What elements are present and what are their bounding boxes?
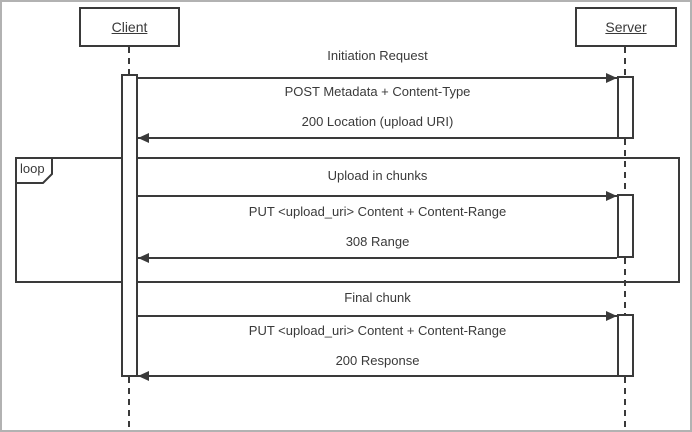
response-arrow-line [138, 137, 617, 139]
request-label: PUT <upload_uri> Content + Content-Range [248, 323, 507, 338]
arrowhead-right-icon [606, 311, 617, 321]
client-activation-bar [121, 74, 138, 377]
client-lifeline-segment [128, 47, 130, 74]
section-title: Initiation Request [327, 48, 428, 63]
request-arrow-line [138, 315, 617, 317]
response-label: 308 Range [345, 234, 410, 249]
section-title: Upload in chunks [327, 168, 428, 183]
loop-frame [15, 157, 680, 283]
server-lifeline-segment [624, 47, 626, 76]
section-title: Final chunk [344, 290, 411, 305]
arrowhead-left-icon [138, 371, 149, 381]
arrowhead-left-icon [138, 133, 149, 143]
server-lifeline-segment [624, 377, 626, 430]
arrowhead-left-icon [138, 253, 149, 263]
response-label: 200 Response [335, 353, 420, 368]
actor-client-label: Client [111, 19, 148, 35]
server-activation-bar [617, 76, 634, 139]
server-lifeline-segment [624, 258, 626, 314]
server-activation-bar [617, 194, 634, 258]
loop-operator-badge: loop [15, 157, 55, 185]
response-arrow-line [138, 375, 617, 377]
response-label: 200 Location (upload URI) [301, 114, 454, 129]
server-activation-bar [617, 314, 634, 377]
arrowhead-right-icon [606, 73, 617, 83]
request-arrow-line [138, 195, 617, 197]
actor-server: Server [575, 7, 677, 47]
actor-server-label: Server [605, 19, 647, 35]
request-arrow-line [138, 77, 617, 79]
arrowhead-right-icon [606, 191, 617, 201]
server-lifeline-segment [624, 139, 626, 194]
loop-operator-label: loop [20, 161, 45, 176]
response-arrow-line [138, 257, 617, 259]
request-label: POST Metadata + Content-Type [284, 84, 471, 99]
client-lifeline-segment [128, 377, 130, 430]
request-label: PUT <upload_uri> Content + Content-Range [248, 204, 507, 219]
loop-pentagon-icon [15, 157, 53, 184]
actor-client: Client [79, 7, 180, 47]
